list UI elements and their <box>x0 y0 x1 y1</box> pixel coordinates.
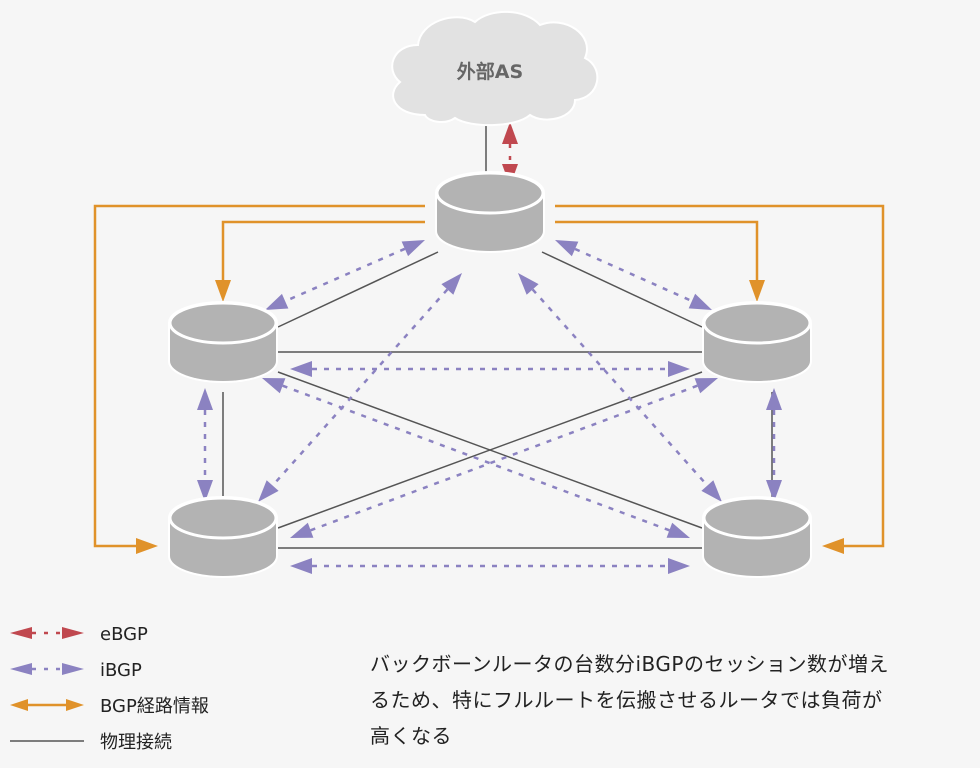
arrow-head-icon <box>10 699 28 711</box>
ibgp-session-left-bottom-right <box>262 378 690 538</box>
legend-label: 物理接続 <box>100 732 172 753</box>
router-top <box>435 171 545 215</box>
router-right[interactable] <box>702 301 812 383</box>
note-line: バックボーンルータの台数分iBGPのセッション数が増え <box>370 652 889 676</box>
ibgp-sessions <box>197 240 782 574</box>
note-line: るため、特にフルルートを伝搬させるルータでは負荷が <box>370 688 883 712</box>
arrow-head-icon <box>290 558 312 574</box>
legend-label: iBGP <box>100 660 142 681</box>
dashed-line <box>531 288 709 487</box>
legend-label: BGP経路情報 <box>100 696 209 717</box>
route-line <box>555 220 759 282</box>
arrow-head-icon <box>749 280 765 302</box>
arrow-head-icon <box>197 388 213 410</box>
router-top <box>702 301 812 345</box>
arrow-head-icon <box>197 480 213 502</box>
router-bottom-right[interactable] <box>702 496 812 578</box>
external-as-cloud: 外部AS <box>391 10 599 127</box>
dashed-line <box>271 288 449 487</box>
arrow-head-icon <box>265 293 289 310</box>
ibgp-session-left-bottom-left <box>197 388 213 502</box>
physical-link-top-right <box>541 251 703 328</box>
legend-item-ebgp: eBGP <box>10 624 148 645</box>
arrow-head-icon <box>10 663 32 675</box>
arrow-head-icon <box>62 663 84 675</box>
routers <box>168 171 812 578</box>
description-note: バックボーンルータの台数分iBGPのセッション数が増え るため、特にフルルートを… <box>370 646 970 754</box>
ibgp-session-right-bottom-right <box>766 388 782 502</box>
router-bottom-left[interactable] <box>168 496 278 578</box>
ibgp-session-top-bottom-right <box>518 273 722 502</box>
dashed-line <box>282 384 670 532</box>
ibgp-session-top-left <box>265 240 425 310</box>
arrow-head-icon <box>694 378 718 394</box>
route-line <box>221 220 425 282</box>
arrow-head-icon <box>136 538 158 554</box>
legend-item-physical: 物理接続 <box>10 732 172 753</box>
router-top <box>702 496 812 540</box>
arrow-head-icon <box>262 378 286 394</box>
arrow-head-icon <box>66 699 84 711</box>
arrow-head-icon <box>688 293 712 310</box>
physical-connections <box>222 122 773 549</box>
router-top[interactable] <box>435 171 545 253</box>
legend-item-ibgp: iBGP <box>10 660 142 681</box>
router-top <box>168 301 278 345</box>
route-line <box>555 204 885 548</box>
dashed-line <box>284 247 406 303</box>
route-info-top-bottom-left <box>93 204 425 554</box>
ibgp-session-left-right <box>290 361 690 377</box>
physical-link-top-left <box>277 251 439 328</box>
route-info-top-left <box>215 220 425 302</box>
legend-item-route_info: BGP経路情報 <box>10 696 209 717</box>
arrow-head-icon <box>502 122 518 144</box>
arrow-head-icon <box>822 538 844 554</box>
route-line <box>93 204 425 548</box>
arrow-head-icon <box>766 388 782 410</box>
arrow-head-icon <box>668 361 690 377</box>
arrow-head-icon <box>441 273 462 295</box>
dashed-line <box>310 384 698 532</box>
arrow-head-icon <box>62 627 84 639</box>
arrow-head-icon <box>290 361 312 377</box>
arrow-head-icon <box>10 627 32 639</box>
route-info-connections <box>93 204 885 554</box>
arrow-head-icon <box>215 280 231 302</box>
cloud-icon <box>391 10 599 127</box>
ibgp-session-top-bottom-left <box>258 273 462 502</box>
arrow-head-icon <box>666 522 690 538</box>
route-info-top-bottom-right <box>555 204 885 554</box>
ibgp-session-right-bottom-left <box>290 378 718 538</box>
arrow-head-icon <box>701 480 722 502</box>
arrow-head-icon <box>766 480 782 502</box>
ibgp-session-bottom-left-bottom-right <box>290 558 690 574</box>
arrow-head-icon <box>555 240 579 257</box>
note-line: 高くなる <box>370 724 452 748</box>
cloud-label: 外部AS <box>457 60 523 83</box>
ibgp-session-top-right <box>555 240 712 310</box>
route-info-top-right <box>555 220 765 302</box>
router-left[interactable] <box>168 301 278 383</box>
arrow-head-icon <box>290 522 314 538</box>
arrow-head-icon <box>401 240 425 257</box>
legend-label: eBGP <box>100 624 148 645</box>
dashed-line <box>574 247 693 303</box>
router-top <box>168 496 278 540</box>
arrow-head-icon <box>518 273 539 295</box>
arrow-head-icon <box>258 480 279 502</box>
physical-link-right-bottom-left <box>277 371 703 529</box>
arrow-head-icon <box>668 558 690 574</box>
